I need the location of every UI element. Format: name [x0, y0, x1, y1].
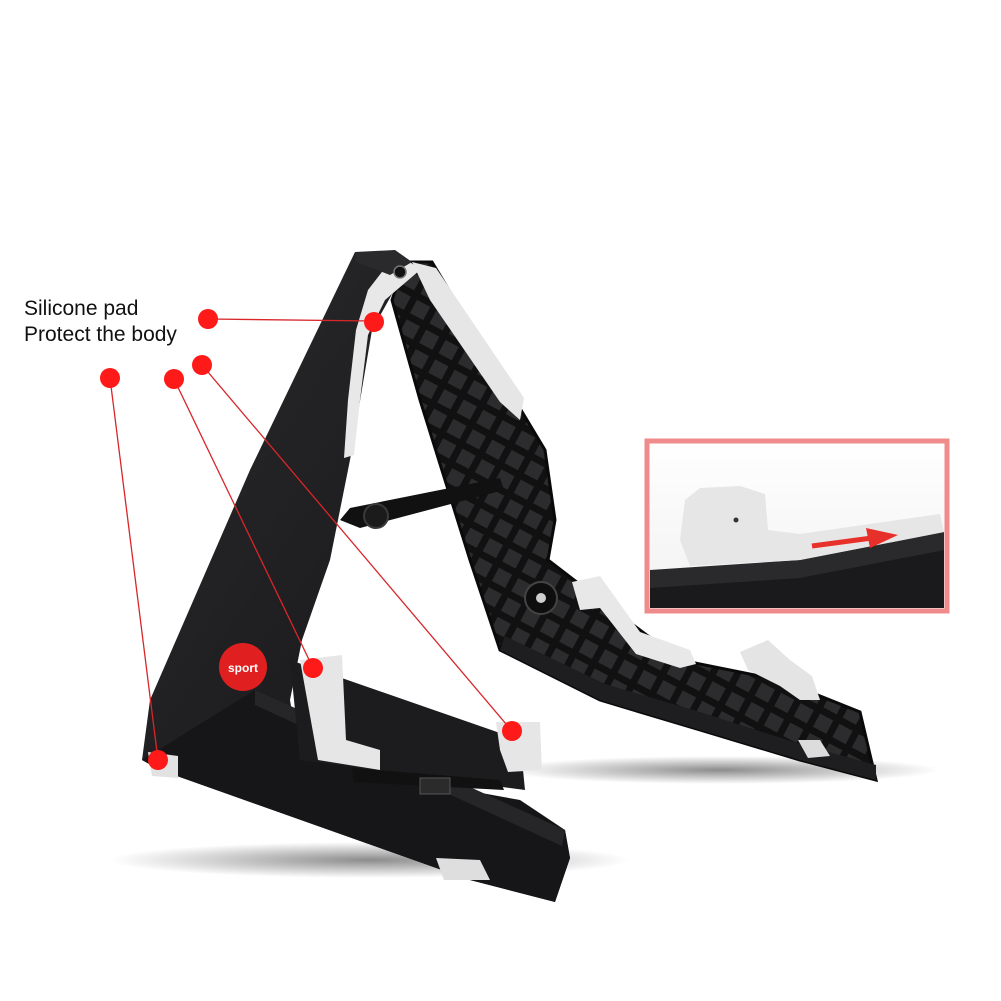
- marker-left-far: [100, 368, 120, 388]
- callout-markers: [100, 309, 522, 770]
- marker-front-foot: [148, 750, 168, 770]
- detail-inset: [644, 438, 950, 614]
- marker-cradle-end: [502, 721, 522, 741]
- lower-cradle: [148, 655, 542, 880]
- annotation-line-2: Protect the body: [24, 323, 177, 346]
- marker-caption: [198, 309, 218, 329]
- annotation-line-1: Silicone pad: [24, 297, 139, 320]
- brand-badge: sport: [219, 643, 267, 691]
- support-strut: [340, 478, 504, 529]
- rear-leg: [390, 260, 879, 783]
- brand-badge-text: sport: [228, 661, 258, 675]
- rear-silicone-pads: [572, 576, 830, 758]
- marker-left-mid: [164, 369, 184, 389]
- marker-cradle-pad: [303, 658, 323, 678]
- callout-lines: [109, 318, 513, 761]
- marker-top-rim: [364, 312, 384, 332]
- marker-left-inner: [192, 355, 212, 375]
- right-arrow-icon: [811, 528, 898, 549]
- annotation-caption: Silicone pad Protect the body: [24, 296, 177, 348]
